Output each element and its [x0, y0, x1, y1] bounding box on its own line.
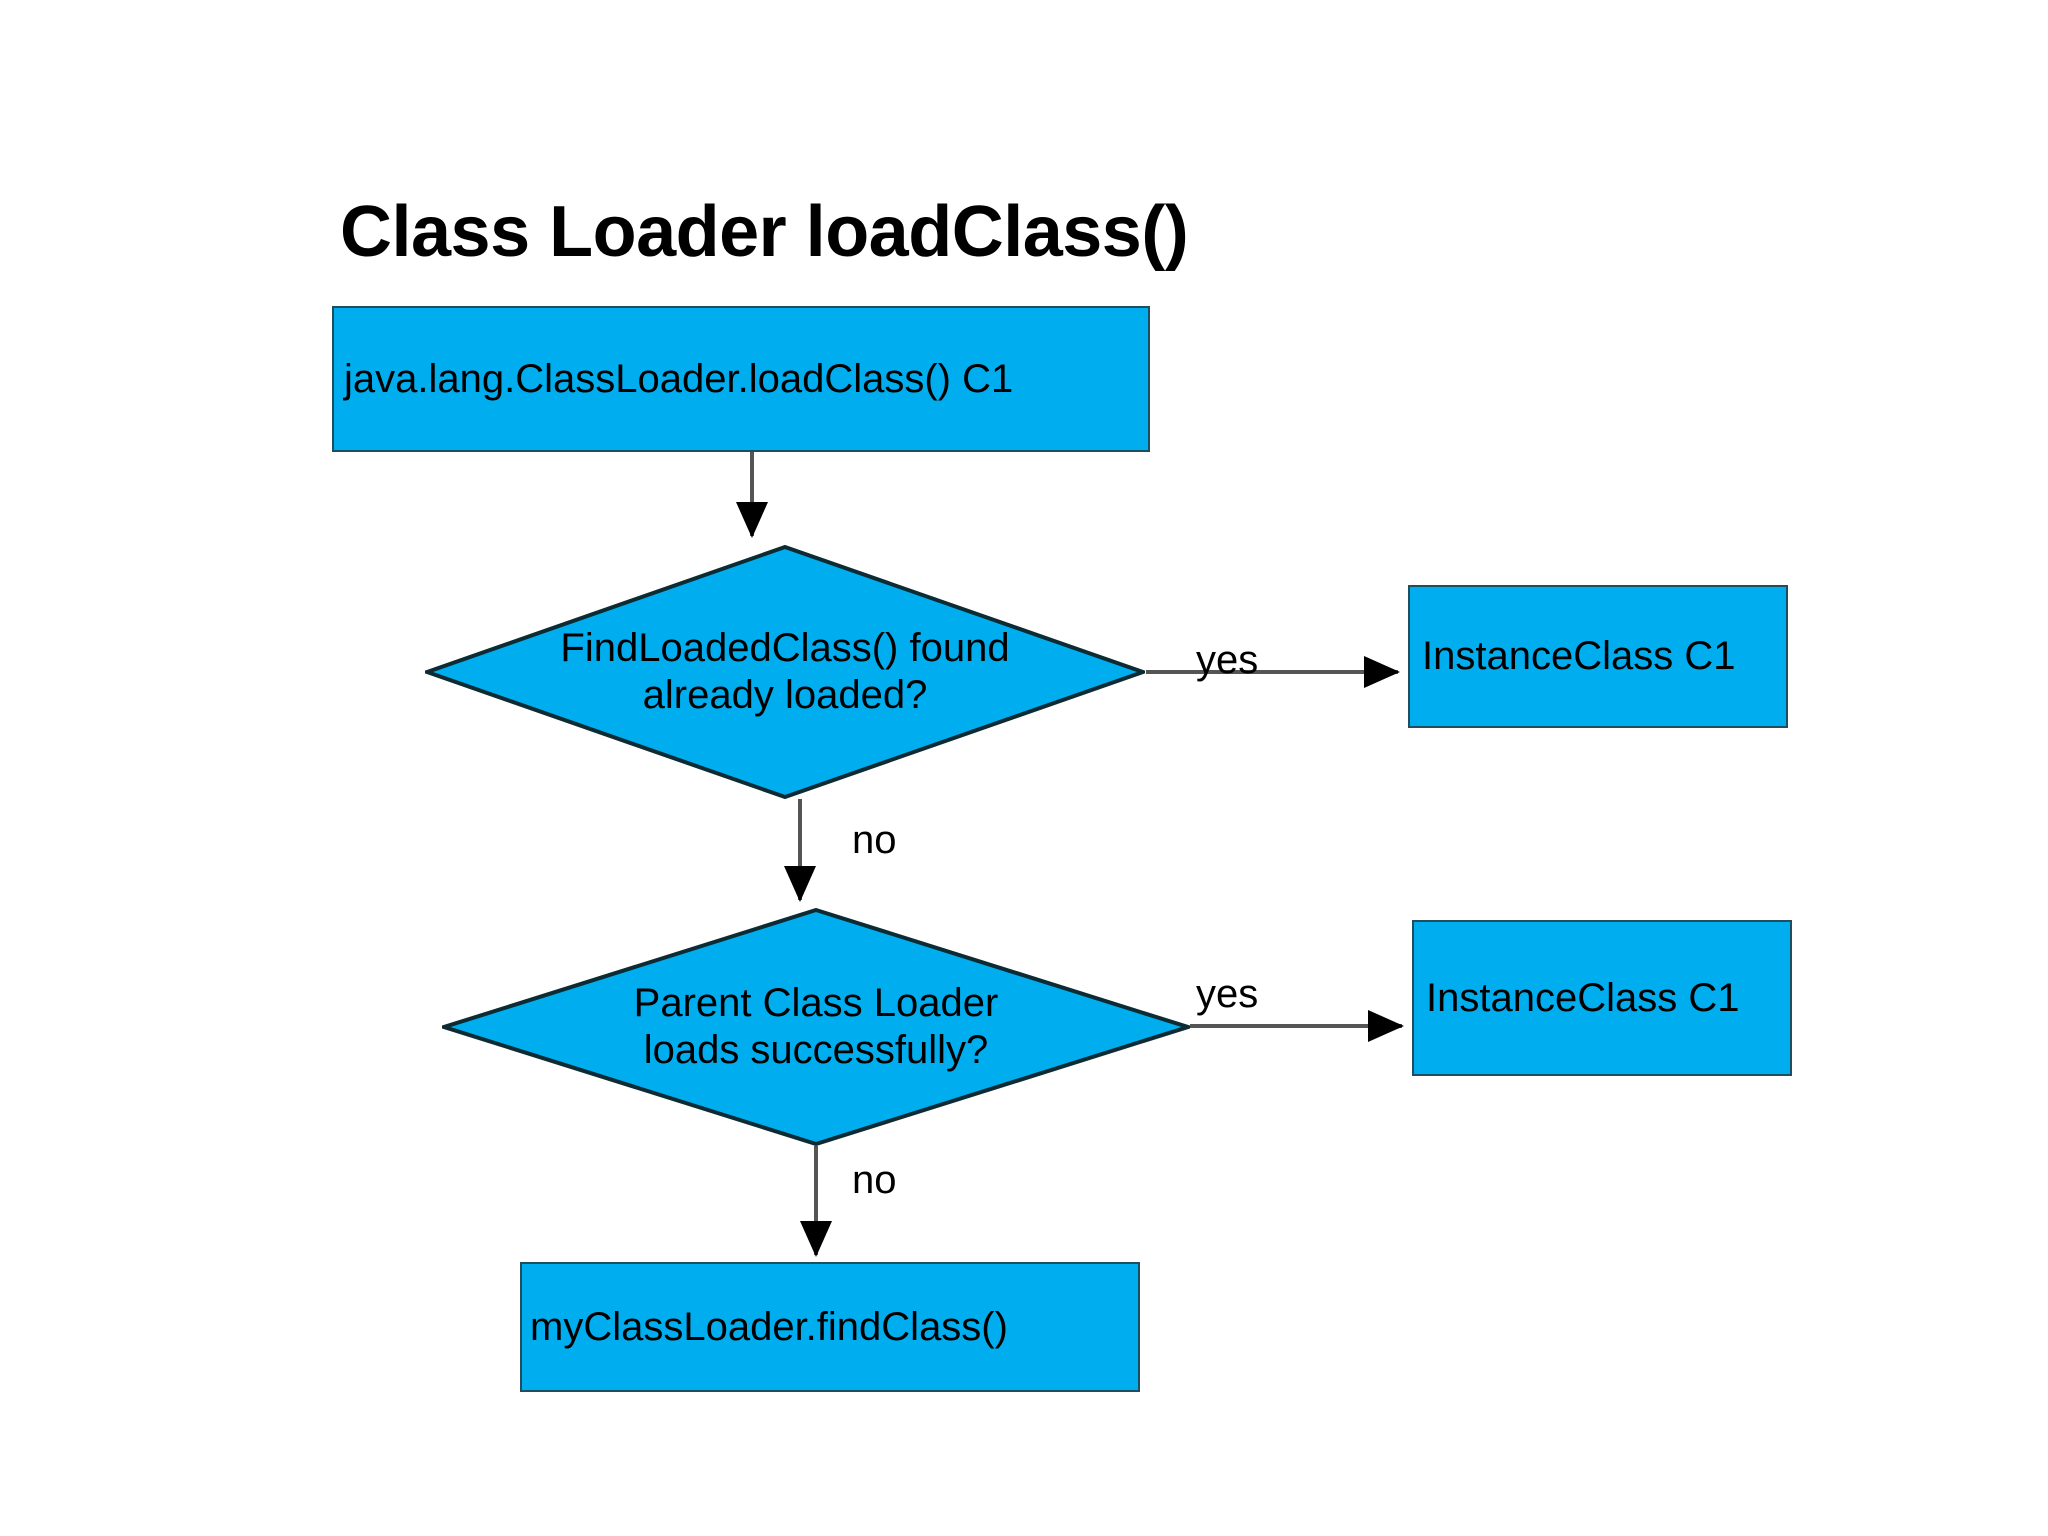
node-myclassloader-findclass[interactable]: myClassLoader.findClass()	[520, 1262, 1140, 1392]
node-myclassloader-findclass-label: myClassLoader.findClass()	[530, 1304, 1008, 1349]
edge-label-decision1-no: no	[852, 818, 897, 862]
diamond-shape-icon	[420, 544, 1150, 800]
node-instanceclass-result-1-label: InstanceClass C1	[1422, 634, 1736, 679]
node-instanceclass-result-2[interactable]: InstanceClass C1	[1412, 920, 1792, 1076]
edge-label-decision2-yes: yes	[1196, 972, 1259, 1016]
page-title: Class Loader loadClass()	[340, 192, 1189, 272]
node-instanceclass-result-1[interactable]: InstanceClass C1	[1408, 585, 1788, 728]
diamond-shape-icon	[437, 907, 1195, 1147]
node-instanceclass-result-2-label: InstanceClass C1	[1426, 975, 1740, 1020]
edge-label-decision1-yes: yes	[1196, 638, 1259, 682]
edge-label-decision2-no: no	[852, 1158, 897, 1202]
node-decision-parent-classloader[interactable]: Parent Class Loader loads successfully?	[437, 907, 1195, 1147]
node-loadclass-entry[interactable]: java.lang.ClassLoader.loadClass() C1	[332, 306, 1150, 452]
node-loadclass-entry-label: java.lang.ClassLoader.loadClass() C1	[344, 356, 1014, 401]
node-decision-findloadedclass[interactable]: FindLoadedClass() found already loaded?	[420, 544, 1150, 800]
